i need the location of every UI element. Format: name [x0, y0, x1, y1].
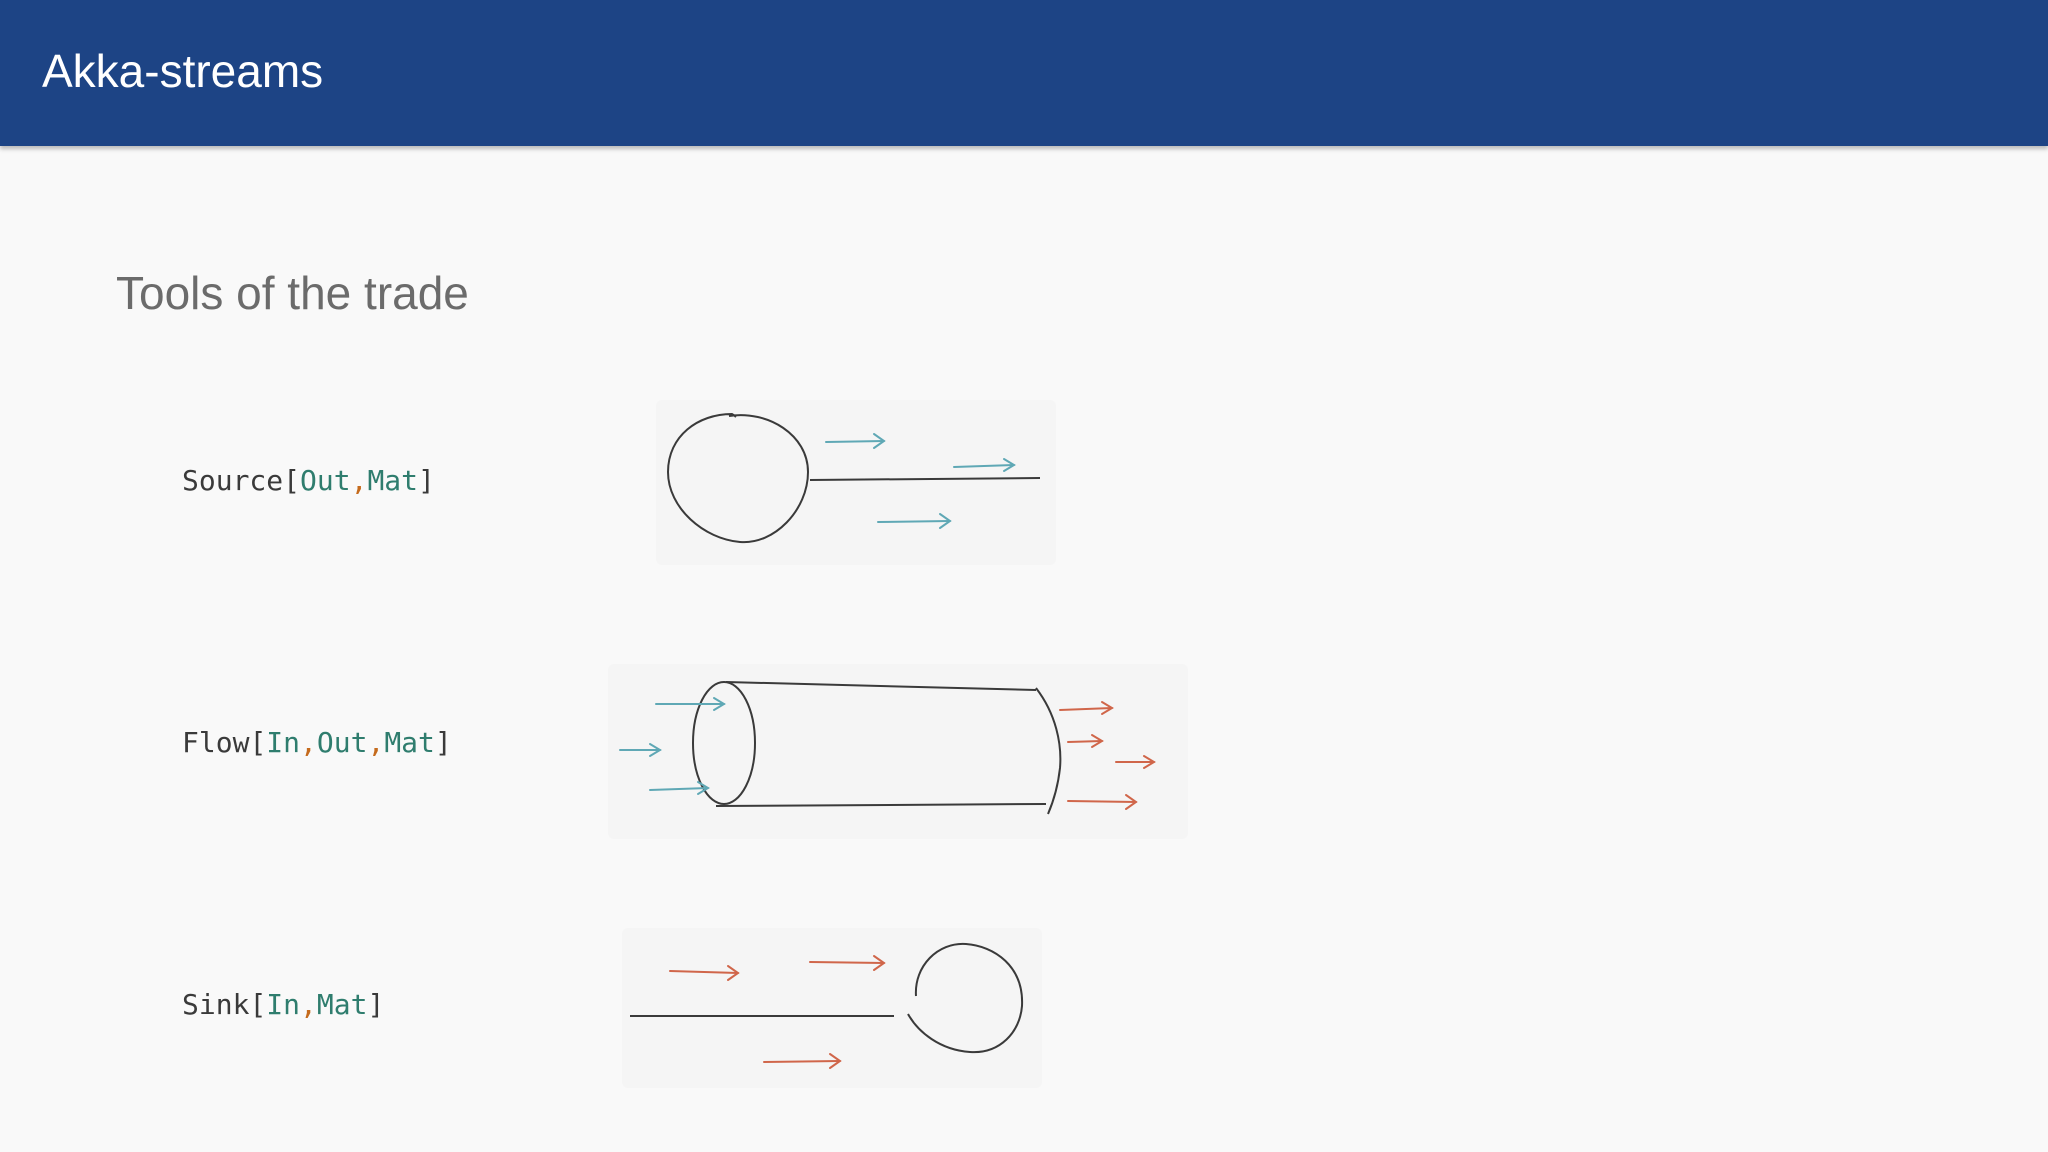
sink-param-mat: Mat [316, 988, 368, 1021]
sink-circle [907, 942, 1024, 1054]
source-param-out: Out [300, 464, 351, 497]
source-open-bracket: [ [283, 464, 301, 497]
sink-arrow [669, 970, 739, 974]
sink-type-name: Sink [182, 988, 250, 1021]
sink-arrow-head [873, 955, 886, 971]
flow-pipe-outlet [1035, 687, 1062, 815]
source-arrow [953, 464, 1015, 468]
source-arrow [825, 440, 885, 443]
flow-sketch-background [608, 664, 1188, 839]
flow-pipe-sketch-icon [608, 664, 1188, 839]
flow-param-in: In [266, 726, 301, 759]
source-arrow-head [939, 513, 952, 529]
source-circle [666, 412, 810, 544]
flow-open-bracket: [ [249, 726, 267, 759]
sink-open-bracket: [ [249, 988, 267, 1021]
flow-out-arrows [1059, 701, 1156, 810]
flow-type-name: Flow [182, 726, 250, 759]
source-out-line [809, 477, 1041, 481]
slide-title: Akka-streams [42, 45, 324, 97]
sink-param-separator: , [300, 988, 317, 1021]
sink-sketch-background [622, 928, 1042, 1088]
source-sketch-background [656, 400, 1056, 565]
source-arrow-head [1003, 458, 1016, 472]
flow-param-out: Out [316, 726, 368, 759]
source-close-bracket: ] [418, 464, 435, 497]
flow-in-arrow-head [649, 743, 662, 757]
source-param-separator: , [350, 464, 368, 497]
source-type-name: Source [182, 464, 284, 497]
flow-param-separator: , [367, 726, 385, 759]
flow-out-arrow-head [1125, 794, 1138, 810]
source-flow-arrows [825, 433, 1016, 529]
source-arrow [877, 520, 951, 523]
sink-arrow [763, 1060, 841, 1063]
flow-pipe-bottom [715, 803, 1047, 807]
source-param-mat: Mat [367, 464, 419, 497]
sink-arrow [809, 961, 885, 964]
flow-out-arrow-head [1101, 701, 1114, 715]
sink-arrow-head [727, 965, 740, 981]
sink-signature: Sink[In,Mat] [182, 988, 384, 1021]
flow-pipe-top [725, 681, 1037, 691]
flow-out-arrow-head [1091, 734, 1104, 748]
flow-in-arrow-head [713, 697, 726, 711]
flow-close-bracket: ] [434, 726, 452, 759]
flow-out-arrow [1059, 707, 1113, 711]
flow-in-arrow-head [697, 781, 710, 795]
source-sketch-icon [656, 400, 1056, 565]
flow-in-arrows [619, 697, 726, 795]
flow-param-separator: , [300, 726, 317, 759]
flow-param-mat: Mat [384, 726, 435, 759]
flow-out-arrow-head [1143, 755, 1156, 769]
source-signature: Source[Out,Mat] [182, 464, 435, 497]
flow-pipe-inlet [692, 681, 756, 805]
slide-header: Akka-streams [0, 0, 2048, 146]
flow-out-arrow [1067, 740, 1103, 743]
source-arrow-head [873, 433, 886, 449]
flow-signature: Flow[In,Out,Mat] [182, 726, 452, 759]
sink-arrow-head [829, 1053, 842, 1069]
sink-sketch-icon [622, 928, 1042, 1088]
sink-param-in: In [266, 988, 301, 1021]
flow-out-arrow [1067, 800, 1137, 803]
slide-subtitle: Tools of the trade [116, 267, 469, 319]
flow-in-arrow [649, 787, 709, 791]
sink-close-bracket: ] [367, 988, 385, 1021]
sink-flow-arrows [669, 955, 886, 1069]
